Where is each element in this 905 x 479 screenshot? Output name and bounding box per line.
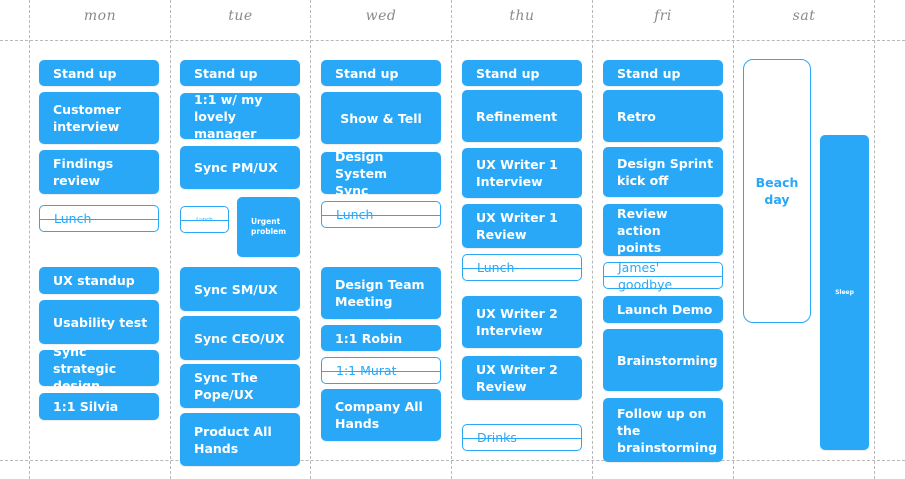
event-thu-drinks-cancelled[interactable]: Drinks [462,424,582,451]
column-divider [451,0,452,479]
header-divider [0,40,905,41]
column-divider [310,0,311,479]
event-thu-ux-writer-2-interview[interactable]: UX Writer 2 Interview [462,296,582,348]
day-header-thu: thu [509,8,535,24]
event-tue-sync-the-pope-ux[interactable]: Sync The Pope/UX [180,364,300,408]
event-thu-stand-up[interactable]: Stand up [462,60,582,86]
strikethrough [321,370,441,372]
column-divider [170,0,171,479]
column-divider [874,0,875,479]
event-fri-design-sprint-kick-off[interactable]: Design Sprint kick off [603,147,723,197]
event-tue-urgent-problem[interactable]: Urgent problem [237,197,300,257]
event-tue-sync-ceo-ux[interactable]: Sync CEO/UX [180,316,300,360]
day-header-tue: tue [228,8,253,24]
event-thu-ux-writer-1-interview[interactable]: UX Writer 1 Interview [462,148,582,198]
event-mon-sync-strategic-design[interactable]: Sync strategic design [39,344,159,393]
event-mon-lunch-cancelled[interactable]: Lunch [39,205,159,232]
event-wed-1-1-murat-cancelled[interactable]: 1:1 Murat [321,357,441,384]
event-sat-beach-day[interactable]: Beach day [743,59,811,323]
event-mon-findings-review[interactable]: Findings review [39,150,159,194]
event-wed-design-team-meeting[interactable]: Design Team Meeting [321,267,441,319]
footer-divider [0,460,905,461]
event-mon-usability-test[interactable]: Usability test [39,300,159,344]
event-mon-stand-up[interactable]: Stand up [39,60,159,86]
event-fri-launch-demo[interactable]: Launch Demo [603,296,723,323]
event-wed-stand-up[interactable]: Stand up [321,60,441,86]
event-tue-sync-pm-ux[interactable]: Sync PM/UX [180,146,300,189]
column-divider [592,0,593,479]
event-label: James' goodbye [618,259,673,292]
event-wed-1-1-robin[interactable]: 1:1 Robin [321,325,441,351]
column-divider [733,0,734,479]
event-tue-lunch-cancelled[interactable]: Lunch [180,206,229,233]
event-fri-stand-up[interactable]: Stand up [603,60,723,86]
day-header-wed: wed [365,8,397,24]
event-mon-ux-standup[interactable]: UX standup [39,267,159,294]
event-mon-customer-interview[interactable]: Customer interview [39,92,159,144]
event-fri-follow-up-brainstorming[interactable]: Follow up on the brainstorming [603,398,723,462]
day-header-mon: mon [83,8,117,24]
strikethrough [180,219,229,221]
event-thu-ux-writer-2-review[interactable]: UX Writer 2 Review [462,356,582,400]
event-mon-1-1-silvia[interactable]: 1:1 Silvia [39,393,159,420]
event-thu-ux-writer-1-review[interactable]: UX Writer 1 Review [462,204,582,248]
event-fri-retro[interactable]: Retro [603,90,723,142]
strikethrough [39,218,159,220]
event-fri-review-action-points[interactable]: Review action points [603,204,723,256]
event-sat-sleep[interactable]: Sleep [820,135,869,450]
event-wed-design-system-sync[interactable]: Design System Sync [321,149,441,198]
event-thu-refinement[interactable]: Refinement [462,90,582,142]
event-wed-company-all-hands[interactable]: Company All Hands [321,389,441,441]
event-tue-1-1-manager[interactable]: 1:1 w/ my lovely manager [180,92,300,141]
event-wed-show-and-tell[interactable]: Show & Tell [321,92,441,144]
strikethrough [462,267,582,269]
event-thu-lunch-cancelled[interactable]: Lunch [462,254,582,281]
column-divider [29,0,30,479]
strikethrough [603,275,723,277]
day-header-fri: fri [654,8,672,24]
day-header-sat: sat [792,8,816,24]
event-tue-sync-sm-ux[interactable]: Sync SM/UX [180,267,300,311]
event-wed-lunch-cancelled[interactable]: Lunch [321,201,441,228]
strikethrough [462,437,582,439]
event-fri-james-goodbye-cancelled[interactable]: James' goodbye [603,260,723,292]
event-tue-product-all-hands[interactable]: Product All Hands [180,413,300,466]
strikethrough [321,214,441,216]
event-tue-stand-up[interactable]: Stand up [180,60,300,86]
event-fri-brainstorming[interactable]: Brainstorming [603,329,723,391]
